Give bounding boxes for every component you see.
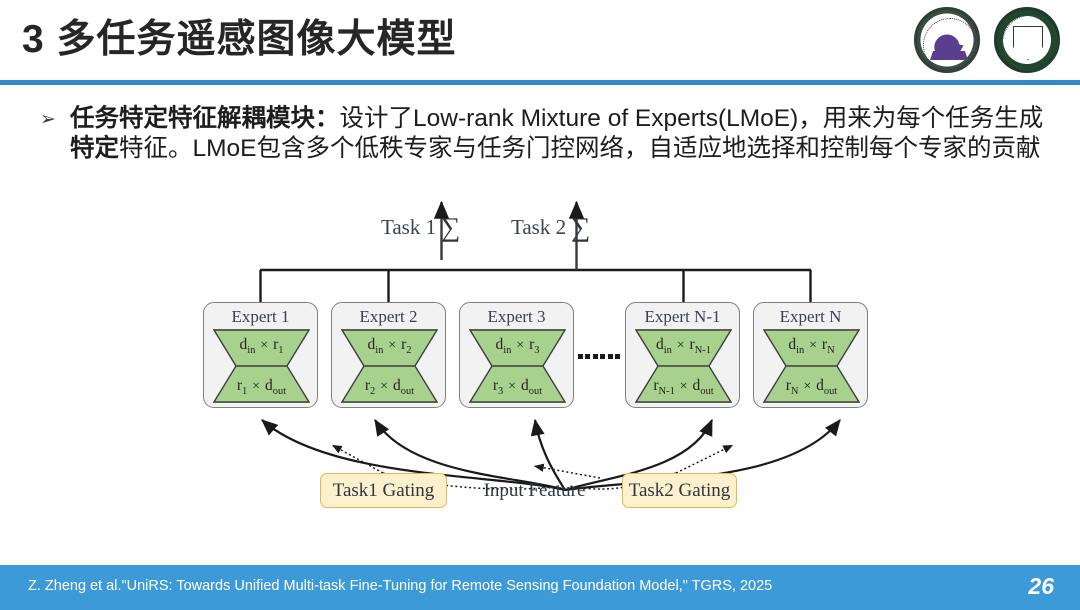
expert-box[interactable]: Expert 3 din × r3 r3 × dout — [459, 302, 574, 408]
task-2-text: Task 2 — [511, 215, 567, 239]
expert-box[interactable]: Expert N-1 din × rN-1 rN-1 × dout — [625, 302, 740, 408]
expert-down-proj-label: din × r1 — [239, 336, 284, 357]
page-number: 26 — [1028, 573, 1054, 599]
task-1-text: Task 1 — [381, 215, 437, 239]
bullet-paragraph: 任务特定特征解耦模块：设计了Low-rank Mixture of Expert… — [70, 105, 1044, 162]
page-title: 3 多任务遥感图像大模型 — [22, 18, 457, 61]
expert-title: Expert 3 — [487, 307, 546, 326]
footer-citation: Z. Zheng et al."UniRS: Towards Unified M… — [28, 578, 773, 594]
low-rank-hourglass-icon: din × r3 r3 × dout — [469, 329, 566, 403]
expert-down-proj-label: din × rN — [788, 336, 835, 357]
expert-box[interactable]: Expert 2 din × r2 r2 × dout — [331, 302, 446, 408]
low-rank-hourglass-icon: din × r2 r2 × dout — [341, 329, 438, 403]
input-feature-label: Input Feature — [483, 479, 586, 501]
low-rank-hourglass-icon: din × rN-1 rN-1 × dout — [635, 329, 732, 403]
footer-bar: Z. Zheng et al."UniRS: Towards Unified M… — [0, 565, 1080, 610]
task1-gating-box[interactable]: Task1 Gating — [320, 473, 447, 508]
expert-down-proj-label: din × r3 — [495, 336, 540, 357]
sigma-icon: ∑ — [571, 212, 591, 242]
low-rank-hourglass-icon: din × r1 r1 × dout — [213, 329, 310, 403]
expert-box[interactable]: Expert N din × rN rN × dout — [753, 302, 868, 408]
expert-ellipsis-icon — [578, 354, 620, 362]
sigma-lab-seal-icon — [994, 7, 1060, 73]
lmoe-architecture-diagram: Task 1∑ Task 2∑ Expert 1 din × r1 r1 × d… — [0, 198, 1080, 538]
expert-up-proj-label: r2 × dout — [364, 377, 415, 398]
title-divider — [0, 80, 1080, 85]
expert-box[interactable]: Expert 1 din × r1 r1 × dout — [203, 302, 318, 408]
sigma-icon: ∑ — [441, 212, 461, 242]
logo-group — [914, 5, 1064, 75]
wuhan-university-seal-icon — [914, 7, 980, 73]
task2-gating-box[interactable]: Task2 Gating — [622, 473, 737, 508]
expert-title: Expert 2 — [359, 307, 418, 326]
low-rank-hourglass-icon: din × rN rN × dout — [763, 329, 860, 403]
expert-up-proj-label: rN-1 × dout — [653, 377, 714, 398]
expert-title: Expert N — [779, 307, 842, 326]
bullet-block: ➢ 任务特定特征解耦模块：设计了Low-rank Mixture of Expe… — [34, 104, 1054, 164]
expert-up-proj-label: r1 × dout — [236, 377, 287, 398]
expert-title: Expert 1 — [231, 307, 290, 326]
expert-title: Expert N-1 — [644, 307, 721, 326]
task-2-output-label: Task 2∑ — [511, 212, 590, 243]
expert-up-proj-label: r3 × dout — [492, 377, 543, 398]
expert-down-proj-label: din × r2 — [367, 336, 412, 357]
task-1-output-label: Task 1∑ — [381, 212, 460, 243]
expert-up-proj-label: rN × dout — [785, 377, 838, 398]
bullet-arrow-icon: ➢ — [40, 109, 56, 130]
expert-down-proj-label: din × rN-1 — [655, 336, 712, 357]
